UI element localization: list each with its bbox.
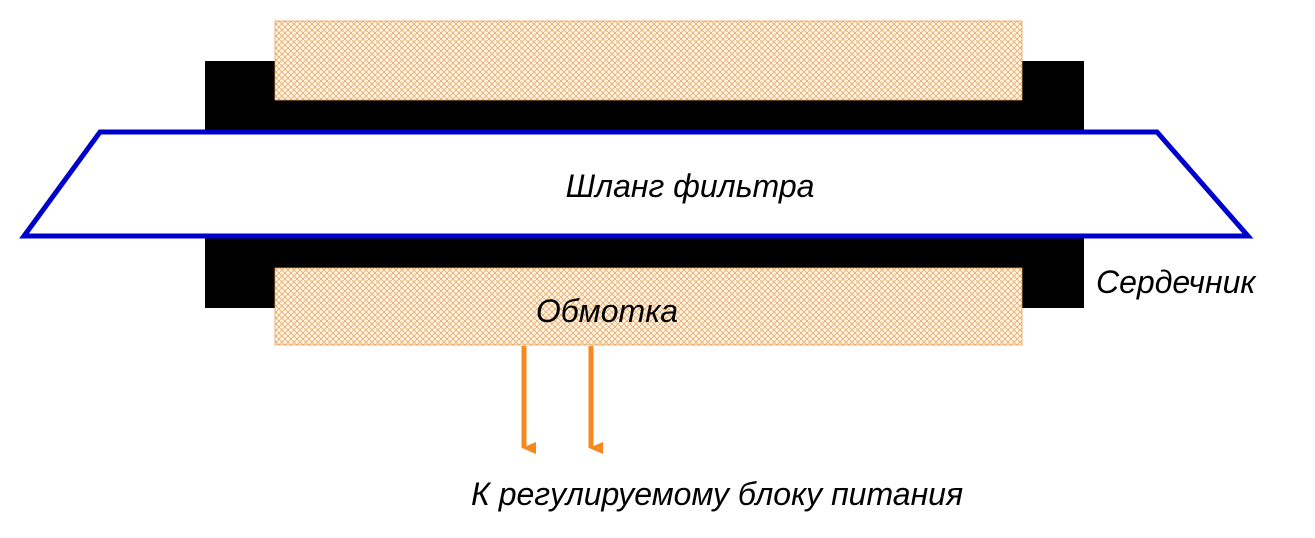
core-label: Сердечник [1096, 264, 1257, 300]
core-lower [205, 236, 1084, 308]
filter-hose [19, 129, 1254, 239]
hose-label: Шланг фильтра [566, 168, 815, 204]
power-supply-label: К регулируемому блоку питания [471, 476, 963, 512]
winding-label: Обмотка [536, 293, 678, 329]
core-upper [205, 61, 1084, 132]
winding-lower [274, 267, 1023, 346]
winding-upper [274, 20, 1023, 101]
